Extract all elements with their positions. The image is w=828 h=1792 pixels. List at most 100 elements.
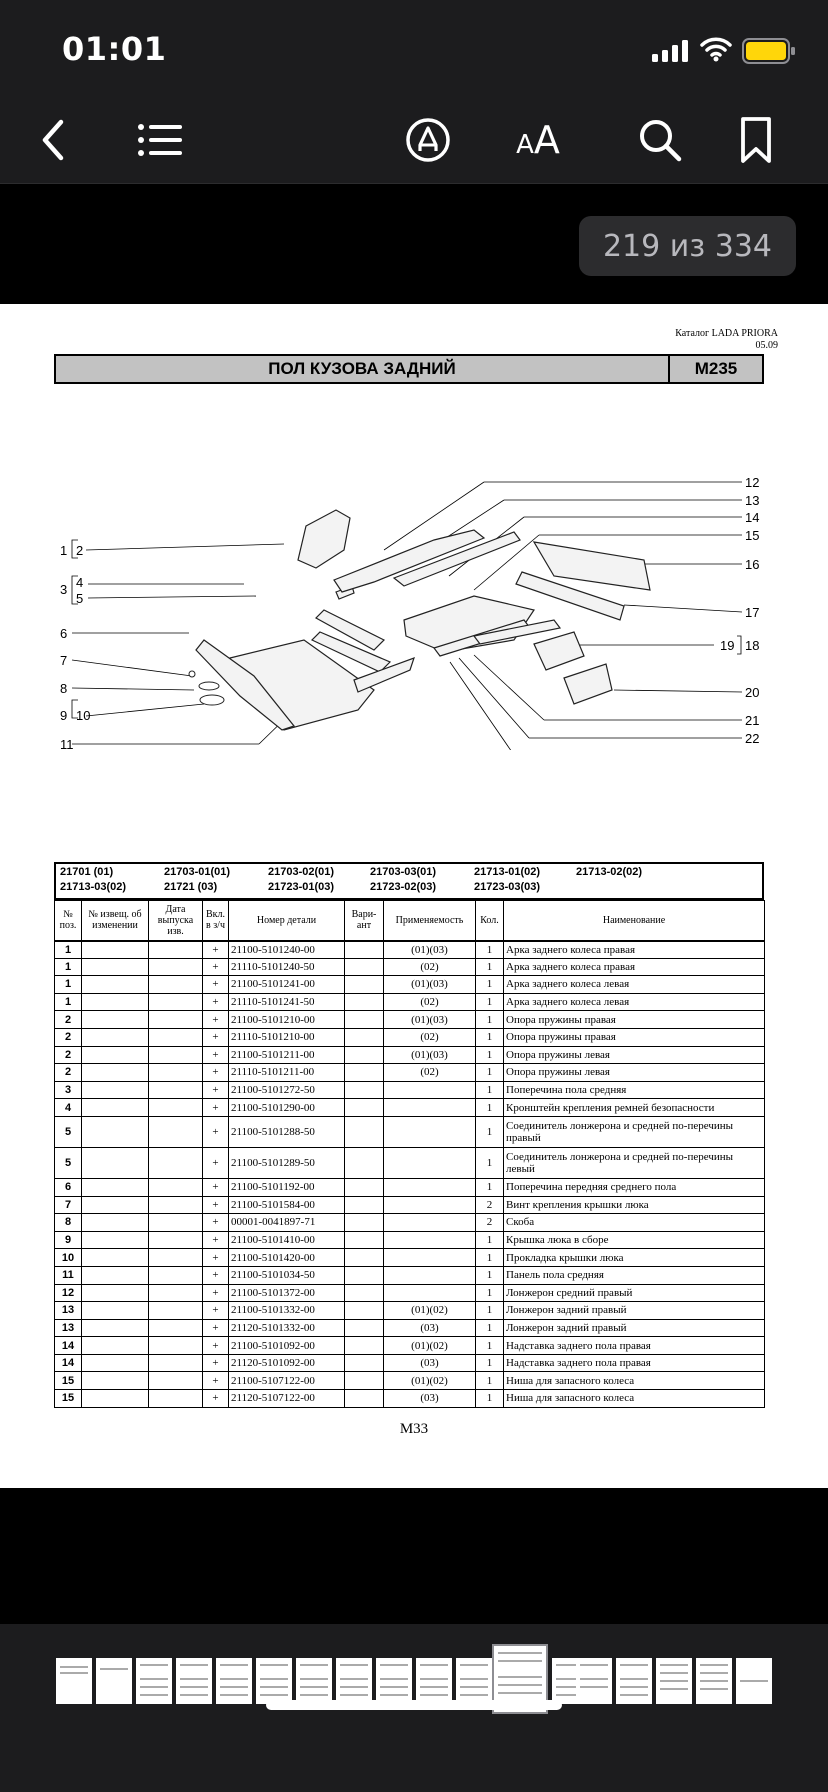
row-quantity: 1 [475,1146,504,1179]
row-name: Надставка заднего пола правая [503,1353,765,1373]
model-code: 21703-02(01) [268,866,335,878]
row-date [148,1045,203,1065]
back-button[interactable] [26,114,82,166]
row-notice [81,1080,149,1100]
page-thumbnail[interactable] [336,1658,372,1704]
page-thumbnail[interactable] [256,1658,292,1704]
row-position: 4 [54,1098,82,1117]
row-name: Опора пружины правая [503,1027,765,1047]
text-size-button[interactable]: AA [510,114,566,166]
row-quantity: 1 [475,1336,504,1355]
row-quantity: 1 [475,1098,504,1117]
row-part-number: 21100-5101272-50 [228,1080,345,1100]
row-spare-flag: + [202,1177,229,1197]
markup-button[interactable] [400,114,456,166]
row-name: Опора пружины левая [503,1045,765,1065]
row-notice [81,1283,149,1303]
row-part-number: 21100-5101289-50 [228,1146,345,1179]
callout-7: 7 [60,653,67,668]
callout-21: 21 [745,713,759,728]
row-quantity: 1 [475,1063,504,1082]
row-notice [81,1027,149,1047]
row-spare-flag: + [202,1318,229,1338]
row-position: 11 [54,1265,82,1285]
model-code: 21701 (01) [60,866,114,878]
row-quantity: 1 [475,1265,504,1285]
catalog-header: Каталог LADA PRIORA 05.09 [675,328,778,351]
battery-icon [742,38,795,64]
row-spare-flag: + [202,1098,229,1117]
home-indicator[interactable] [266,1700,562,1710]
page-thumbnail[interactable] [96,1658,132,1704]
page-thumbnail[interactable] [216,1658,252,1704]
row-name: Арка заднего колеса левая [503,992,765,1012]
row-spare-flag: + [202,1230,229,1250]
markup-pen-icon [406,118,450,162]
page-number: M33 [399,1421,429,1437]
contents-button[interactable] [132,114,188,166]
row-applicability: (02) [383,992,476,1012]
row-applicability [383,1248,476,1267]
row-name: Арка заднего колеса правая [503,940,765,959]
row-applicability: (02) [383,957,476,977]
contents-list-icon [138,124,182,156]
section-code: M235 [694,359,738,378]
row-position: 3 [54,1080,82,1100]
row-spare-flag: + [202,1146,229,1179]
search-button[interactable] [632,114,688,166]
page-thumbnail[interactable] [656,1658,692,1704]
row-notice [81,1177,149,1197]
row-spare-flag: + [202,1010,229,1029]
callout-20: 20 [745,685,759,700]
page-thumbnail[interactable] [456,1658,492,1704]
row-position: 1 [54,975,82,994]
row-quantity: 1 [475,992,504,1012]
row-variant [344,1010,384,1029]
row-part-number: 21100-5101290-00 [228,1098,345,1117]
row-date [148,1371,203,1391]
row-variant [344,1230,384,1250]
row-notice [81,1248,149,1267]
page-thumbnail[interactable] [56,1658,92,1704]
row-notice [81,1146,149,1179]
page-thumbnail[interactable] [416,1658,452,1704]
row-date [148,1230,203,1250]
page-thumbnail[interactable] [616,1658,652,1704]
row-variant [344,1248,384,1267]
model-code: 21713-03(02) [60,881,127,893]
page-thumbnail[interactable] [696,1658,732,1704]
row-spare-flag: + [202,992,229,1012]
row-position: 1 [54,992,82,1012]
row-date [148,1115,203,1148]
row-part-number: 21100-5101034-50 [228,1265,345,1285]
model-code: 21721 (03) [164,881,218,893]
row-position: 1 [54,940,82,959]
page-thumbnail[interactable] [136,1658,172,1704]
page-thumbnail[interactable] [296,1658,332,1704]
column-header: № извещ. об изменении [81,900,149,942]
page-thumbnail[interactable] [176,1658,212,1704]
callout-17: 17 [745,605,759,620]
row-quantity: 2 [475,1213,504,1232]
document-page[interactable]: Каталог LADA PRIORA 05.09 ПОЛ КУЗОВА ЗАД… [0,304,828,1488]
row-part-number: 21120-5101092-00 [228,1353,345,1373]
row-part-number: 21100-5101332-00 [228,1301,345,1320]
row-applicability: (02) [383,1027,476,1047]
row-name: Надставка заднего пола правая [503,1336,765,1355]
page-thumbnail[interactable] [376,1658,412,1704]
callout-22: 22 [745,731,759,746]
page-thumbnail[interactable] [576,1658,612,1704]
page-thumbnail[interactable] [736,1658,772,1704]
exploded-parts-diagram: 1 2 3 4 5 6 7 8 9 10 11 12 13 14 15 16 1… [60,475,759,750]
bookmark-button[interactable] [728,114,784,166]
